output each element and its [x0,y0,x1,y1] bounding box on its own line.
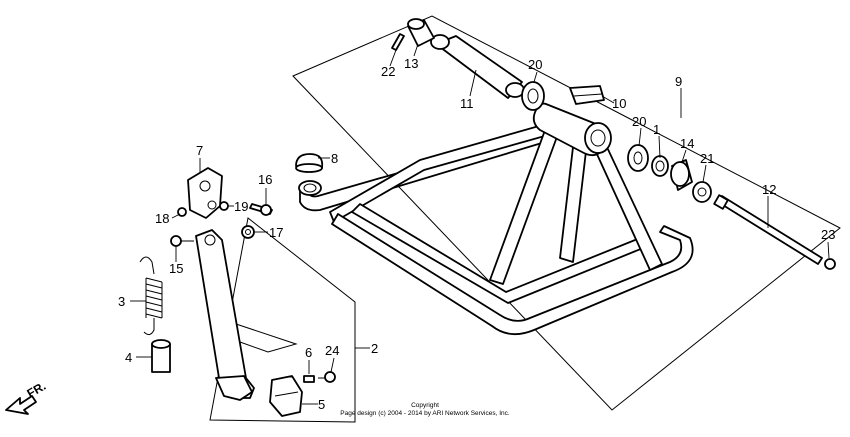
washer [692,181,712,203]
nut-17 [241,225,255,239]
washer-19 [219,201,229,211]
callout-1: 1 [653,122,660,137]
bushing [670,159,693,191]
shaft-clip [824,258,836,270]
bolt-15 [170,235,194,247]
front-arrow-icon [5,395,37,415]
callout-21: 21 [700,151,714,166]
main-stand-frame [298,102,694,336]
rubber-cap [295,153,324,173]
dust-seal-upper [521,81,545,111]
leader-lines [130,43,830,405]
callout-4: 4 [125,350,132,365]
callout-15: 15 [169,261,183,276]
callout-6: 6 [305,345,312,360]
side-stand-rubber-stop [269,375,303,417]
callout-5: 5 [318,397,325,412]
callout-10: 10 [612,96,626,111]
bolt-6 [303,375,315,383]
callout-17: 17 [269,225,283,240]
side-stand-spring [139,256,163,336]
callout-3: 3 [118,294,125,309]
callout-labels: 1 2 3 4 5 6 7 8 9 10 11 12 13 14 15 16 1… [118,56,835,412]
pivot-collar-small [651,155,669,177]
pivot-collar [407,18,435,47]
callout-23: 23 [821,227,835,242]
side-stand [195,229,298,401]
copyright-line-1: Copyright [411,402,439,409]
callout-18: 18 [155,211,169,226]
cotter-pin [391,33,405,51]
callout-19: 19 [234,199,248,214]
pivot-pipe [430,34,525,99]
pivot-shaft [713,194,823,265]
callout-2: 2 [371,341,378,356]
front-marker-text: FR. [25,379,49,401]
callout-14: 14 [680,136,694,151]
callout-9: 9 [675,74,682,89]
copyright-line-2: Page design (c) 2004 - 2014 by ARI Netwo… [340,410,510,417]
callout-24: 24 [325,343,339,358]
copyright-notice: Copyright Page design (c) 2004 - 2014 by… [340,402,510,417]
callout-8: 8 [331,151,338,166]
callout-16: 16 [258,172,272,187]
callout-13: 13 [404,56,418,71]
front-direction-marker: FR. [5,379,49,415]
dust-seal-lower [627,144,649,172]
bolt-24 [318,371,336,383]
callout-20-upper: 20 [528,57,542,72]
callout-12: 12 [762,182,776,197]
callout-7: 7 [196,143,203,158]
callout-11: 11 [460,96,474,111]
stopper-rubber [569,85,605,105]
collar [151,339,171,373]
side-stand-bracket [187,167,223,219]
bolt-16 [249,203,273,216]
callout-20-lower: 20 [632,114,646,129]
callout-22: 22 [381,64,395,79]
